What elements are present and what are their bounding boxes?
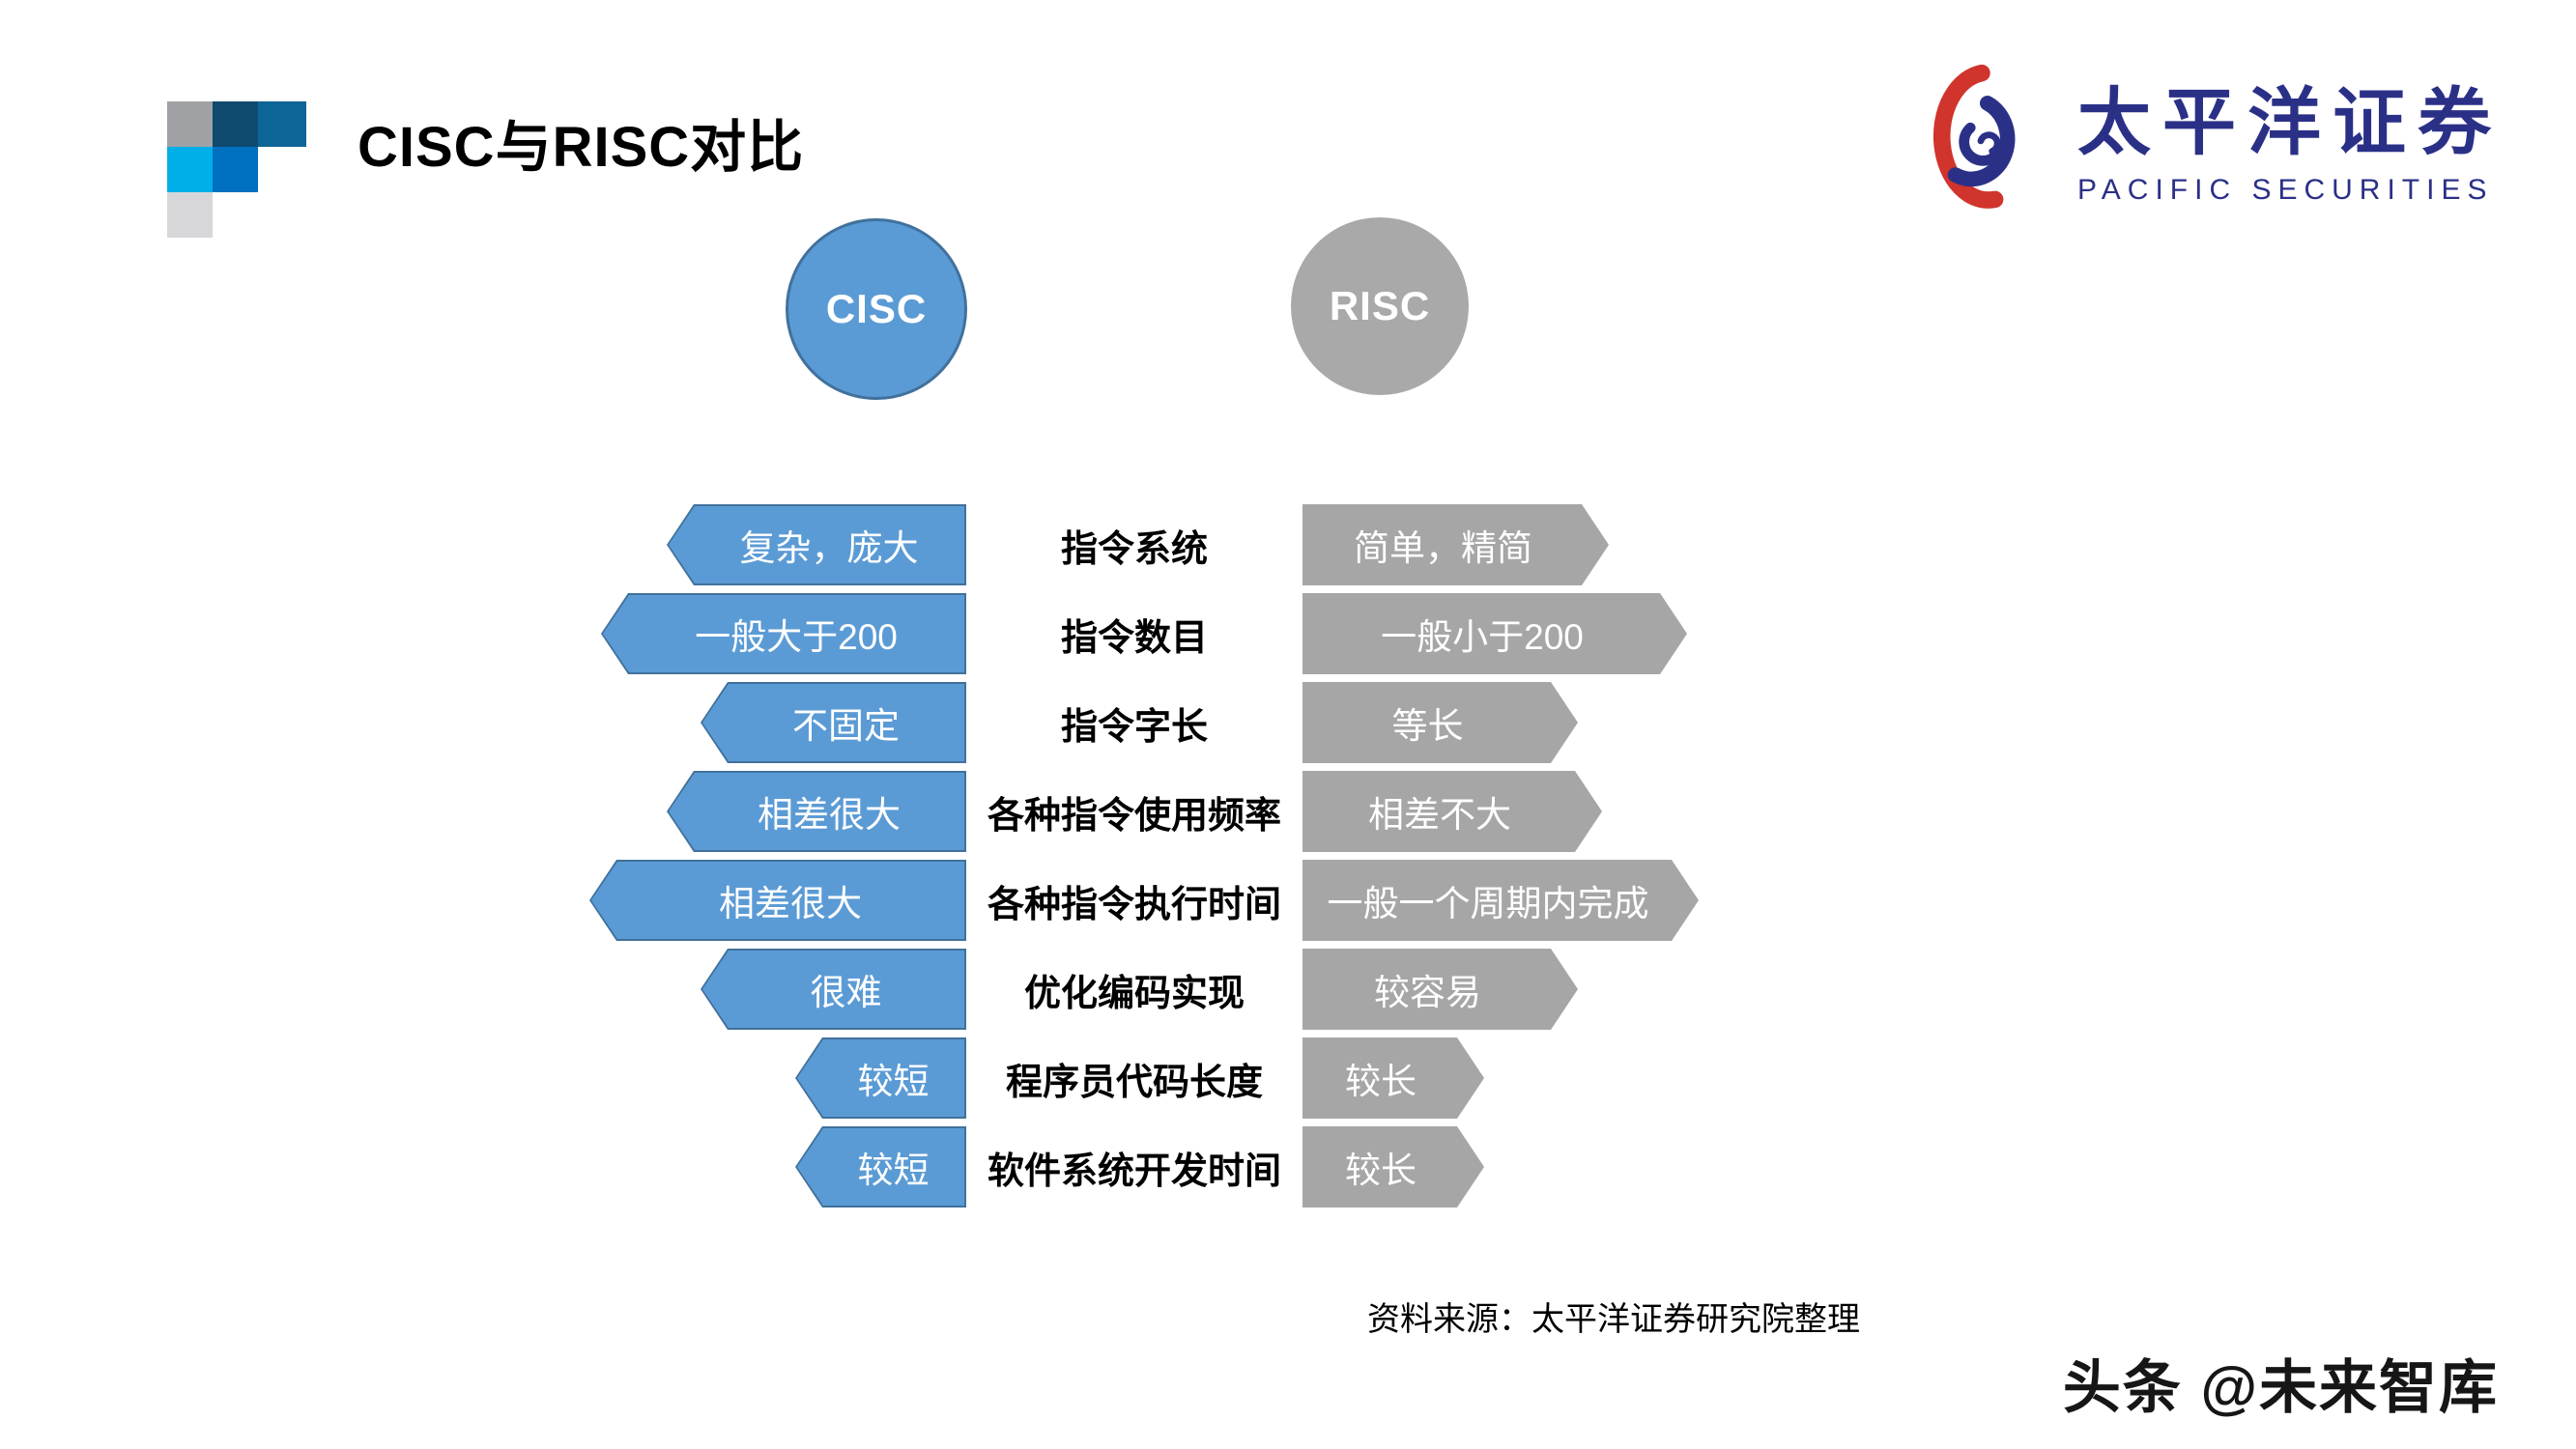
row-category-text: 软件系统开发时间 (987, 1151, 1281, 1192)
cisc-arrow-label: 不固定 (792, 706, 900, 746)
cisc-arrow-fill (797, 1128, 964, 1206)
pacific-securities-logo-icon (1932, 64, 2016, 209)
risc-arrow-fill (1302, 593, 1687, 674)
row-category-text: 指令数目 (1060, 617, 1208, 659)
row-category-label: 各种指令使用频率 (966, 771, 1302, 852)
cisc-arrow-fill (603, 595, 964, 672)
risc-arrow-label: 相差不大 (1368, 795, 1511, 835)
cisc-circle-label: CISC (825, 286, 928, 331)
risc-arrow-fill (1302, 860, 1699, 941)
cisc-arrow-fill (797, 1039, 964, 1117)
row-category-label: 指令系统 (966, 504, 1302, 585)
cisc-arrow-fill (669, 773, 964, 850)
risc-arrow: 等长 (1302, 682, 1578, 763)
row-category-label: 程序员代码长度 (966, 1037, 1302, 1119)
cisc-arrow-label: 相差很大 (758, 795, 901, 835)
cisc-arrow: 复杂，庞大 (667, 504, 966, 585)
risc-arrow-fill (1302, 1037, 1484, 1119)
row-category-text: 各种指令使用频率 (987, 795, 1281, 837)
cisc-arrow: 相差很大 (589, 860, 966, 941)
cisc-arrow-label: 一般大于200 (695, 617, 898, 657)
risc-circle: RISC (1291, 217, 1469, 395)
cisc-arrow-fill (702, 684, 964, 761)
cisc-arrow-label: 较短 (857, 1062, 930, 1101)
row-category-text: 指令字长 (1060, 706, 1208, 748)
risc-arrow-label: 等长 (1391, 706, 1464, 746)
risc-arrow: 较长 (1302, 1037, 1484, 1119)
risc-arrow-fill (1302, 949, 1578, 1030)
cisc-arrow: 相差很大 (667, 771, 966, 852)
cisc-arrow-label: 较短 (857, 1151, 930, 1190)
row-category-text: 指令系统 (1060, 528, 1208, 570)
cisc-arrow: 很难 (701, 949, 966, 1030)
row-category-label: 指令数目 (966, 593, 1302, 674)
cisc-arrow-fill (591, 862, 964, 939)
deco-square (258, 101, 306, 147)
cisc-arrow: 较短 (795, 1126, 966, 1208)
cisc-arrow: 一般大于200 (601, 593, 966, 674)
row-category-label: 优化编码实现 (966, 949, 1302, 1030)
row-category-text: 程序员代码长度 (1005, 1062, 1263, 1103)
risc-circle-label: RISC (1329, 283, 1431, 328)
brand-text: 太平洋证券 PACIFIC SECURITIES (2077, 87, 2512, 207)
cisc-arrow-label: 复杂，庞大 (739, 528, 919, 568)
risc-arrow-label: 简单，精简 (1354, 528, 1532, 568)
risc-arrow: 一般一个周期内完成 (1302, 860, 1699, 941)
comparison-row: 较短 程序员代码长度 较长 (0, 1037, 2576, 1119)
risc-arrow: 较容易 (1302, 949, 1578, 1030)
risc-arrow-label: 较长 (1345, 1062, 1417, 1101)
risc-arrow: 简单，精简 (1302, 504, 1609, 585)
comparison-row: 复杂，庞大 指令系统 简单，精简 (0, 504, 2576, 585)
deco-square (213, 147, 258, 192)
comparison-row: 一般大于200 指令数目 一般小于200 (0, 593, 2576, 674)
risc-arrow-fill (1302, 504, 1609, 585)
deco-square (167, 101, 213, 147)
row-category-text: 各种指令执行时间 (987, 884, 1281, 925)
risc-arrow-fill (1302, 1126, 1484, 1208)
comparison-row: 不固定 指令字长 等长 (0, 682, 2576, 763)
comparison-row: 相差很大 各种指令执行时间 一般一个周期内完成 (0, 860, 2576, 941)
comparison-row: 很难 优化编码实现 较容易 (0, 949, 2576, 1030)
row-category-label: 指令字长 (966, 682, 1302, 763)
brand-name-en: PACIFIC SECURITIES (2077, 174, 2494, 206)
cisc-arrow-label: 很难 (810, 973, 882, 1012)
comparison-row: 相差很大 各种指令使用频率 相差不大 (0, 771, 2576, 852)
risc-arrow-label: 较容易 (1374, 973, 1481, 1012)
brand-logo: 太平洋证券 PACIFIC SECURITIES (1918, 48, 2517, 222)
cisc-arrow-label: 相差很大 (719, 884, 862, 923)
row-category-text: 优化编码实现 (1023, 973, 1245, 1014)
deco-square (167, 147, 213, 192)
brand-name-zh: 太平洋证券 (2077, 82, 2503, 164)
risc-arrow-fill (1302, 682, 1578, 763)
cisc-circle: CISC (786, 218, 967, 400)
risc-arrow-label: 较长 (1345, 1151, 1417, 1190)
risc-arrow-label: 一般一个周期内完成 (1327, 884, 1649, 923)
cisc-arrow-fill (669, 506, 964, 583)
row-category-label: 软件系统开发时间 (966, 1126, 1302, 1208)
comparison-row: 较短 软件系统开发时间 较长 (0, 1126, 2576, 1208)
risc-arrow-label: 一般小于200 (1381, 617, 1584, 657)
risc-arrow-fill (1302, 771, 1602, 852)
cisc-arrow: 较短 (795, 1037, 966, 1119)
cisc-arrow-fill (702, 951, 964, 1028)
deco-square (213, 101, 258, 147)
watermark: 头条 @未来智库 (2062, 1355, 2499, 1420)
page-title: CISC与RISC对比 (358, 116, 805, 179)
risc-arrow: 相差不大 (1302, 771, 1602, 852)
risc-arrow: 一般小于200 (1302, 593, 1687, 674)
deco-square (167, 192, 213, 238)
source-note: 资料来源：太平洋证券研究院整理 (1367, 1301, 1860, 1338)
cisc-arrow: 不固定 (701, 682, 966, 763)
row-category-label: 各种指令执行时间 (966, 860, 1302, 941)
risc-arrow: 较长 (1302, 1126, 1484, 1208)
